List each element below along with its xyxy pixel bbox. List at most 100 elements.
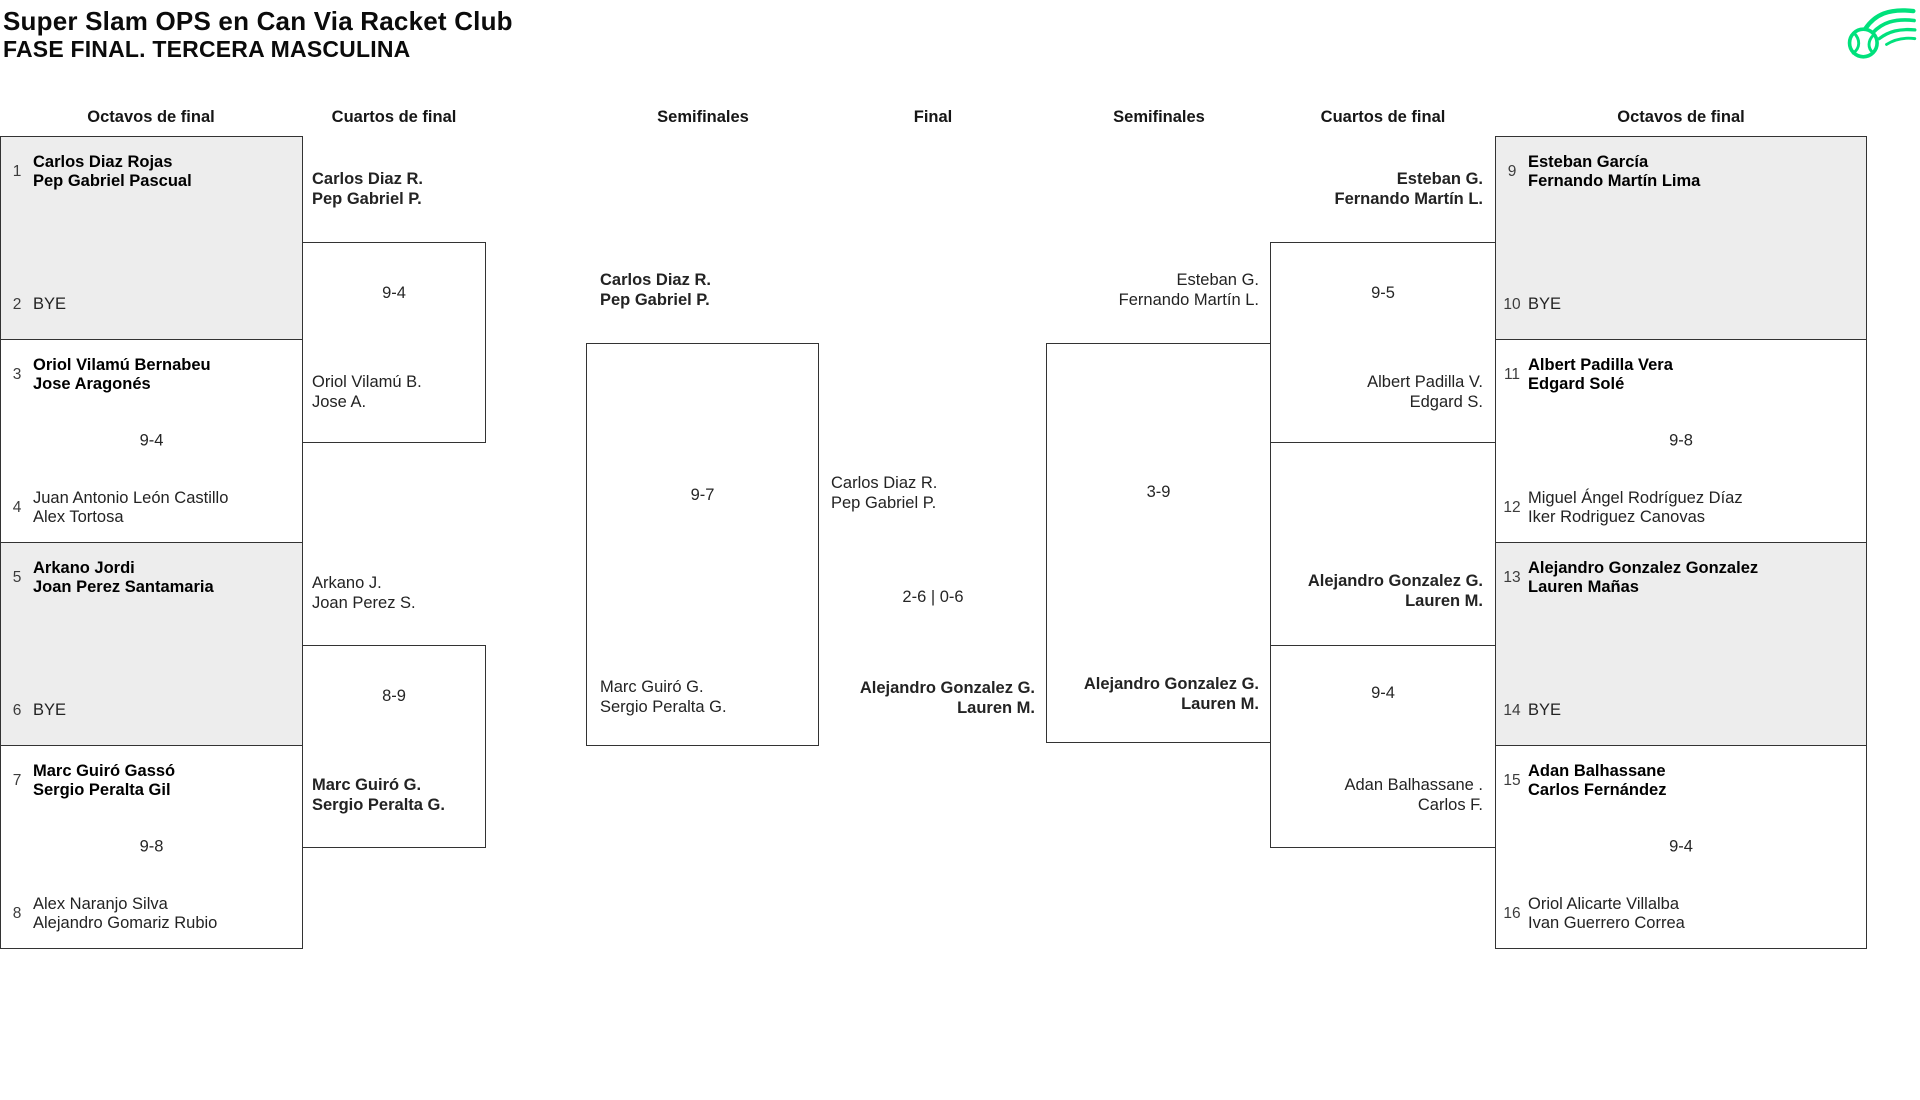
round-header-octavos-left: Octavos de final xyxy=(87,108,215,126)
team-entry: 14 BYE xyxy=(1496,691,1866,731)
team-player: Arkano Jordi xyxy=(33,558,135,577)
bye-label: BYE xyxy=(33,701,67,720)
sf-match-left: 9-7 xyxy=(586,343,819,746)
match-score: 9-4 xyxy=(1371,684,1395,702)
seed-number: 4 xyxy=(12,499,22,516)
seed-number: 7 xyxy=(12,772,22,789)
qf-right-top-team-b: Albert Padilla V.Edgard S. xyxy=(1367,373,1483,411)
team-player: Marc Guiró Gassó xyxy=(33,761,176,780)
match-score: 8-9 xyxy=(382,687,406,705)
sf-left-team-b: Marc Guiró G.Sergio Peralta G. xyxy=(600,678,727,716)
team-player: Iker Rodriguez Canovas xyxy=(1528,508,1706,526)
team-player: Miguel Ángel Rodríguez Díaz xyxy=(1528,488,1743,507)
qf-left-top-team-b: Oriol Vilamú B.Jose A. xyxy=(312,373,422,411)
seed-number: 1 xyxy=(12,163,22,180)
seed-number: 6 xyxy=(12,702,22,719)
seed-number: 3 xyxy=(12,366,22,383)
match-score: 3-9 xyxy=(1146,483,1171,501)
match-score: 9-8 xyxy=(139,837,164,856)
team-player: Alex Naranjo Silva xyxy=(33,894,168,913)
tennis-ball-logo xyxy=(1842,6,1918,64)
team-player: Alex Tortosa xyxy=(33,508,124,526)
seed-number: 2 xyxy=(12,296,22,313)
match-score: 9-8 xyxy=(1669,431,1693,450)
sf-right-team-b: Alejandro Gonzalez G.Lauren M. xyxy=(1083,675,1259,713)
sf-right-team-a: Esteban G.Fernando Martín L. xyxy=(1118,271,1259,309)
sf-left-team-a: Carlos Diaz R.Pep Gabriel P. xyxy=(600,271,711,309)
page-title: Super Slam OPS en Can Via Racket Club xyxy=(3,6,513,36)
round-header-cuartos-left: Cuartos de final xyxy=(331,108,457,126)
team-player: Ivan Guerrero Correa xyxy=(1528,914,1685,932)
seed-number: 14 xyxy=(1503,702,1521,719)
team-player: Jose Aragonés xyxy=(33,375,151,393)
seed-number: 16 xyxy=(1503,905,1521,922)
qf-left-bottom-team-b: Marc Guiró G.Sergio Peralta G. xyxy=(312,776,445,814)
team-player: Joan Perez Santamaria xyxy=(33,578,214,596)
bye-label: BYE xyxy=(33,295,67,314)
team-player: Pep Gabriel Pascual xyxy=(33,172,192,190)
seed-number: 13 xyxy=(1503,569,1521,586)
team-player: Alejandro Gomariz Rubio xyxy=(33,914,218,932)
seed-number: 9 xyxy=(1507,163,1517,180)
seed-number: 11 xyxy=(1503,366,1521,383)
seed-number: 12 xyxy=(1503,499,1521,516)
team-entry: 2 BYE xyxy=(1,285,302,325)
team-entry: 6 BYE xyxy=(1,691,302,731)
qf-right-bottom-team-a: Alejandro Gonzalez G.Lauren M. xyxy=(1307,572,1483,610)
page-subtitle: FASE FINAL. TERCERA MASCULINA xyxy=(3,36,411,62)
round-header-octavos-right: Octavos de final xyxy=(1617,108,1745,126)
qf-match-right-bottom: 9-4 xyxy=(1270,645,1496,848)
team-player: Albert Padilla Vera xyxy=(1528,355,1673,374)
final-team-a: Carlos Diaz R.Pep Gabriel P. xyxy=(831,474,938,512)
round-header-semis-right: Semifinales xyxy=(1113,108,1205,126)
match-score: 9-7 xyxy=(690,486,715,504)
team-player: Edgard Solé xyxy=(1528,375,1625,393)
round-header-final: Final xyxy=(913,108,953,126)
seed-number: 15 xyxy=(1503,772,1521,789)
team-player: Oriol Vilamú Bernabeu xyxy=(33,355,211,374)
match-score: 9-5 xyxy=(1371,284,1395,302)
team-player: Carlos Fernández xyxy=(1528,781,1667,799)
qf-match-left-bottom: 8-9 xyxy=(302,645,486,848)
qf-left-bottom-team-a: Arkano J.Joan Perez S. xyxy=(312,574,416,612)
qf-right-top-team-a: Esteban G.Fernando Martín L. xyxy=(1334,170,1484,208)
team-player: Carlos Diaz Rojas xyxy=(33,152,173,171)
final-score: 2-6 | 0-6 xyxy=(902,588,964,606)
qf-match-right-top: 9-5 xyxy=(1270,242,1496,443)
round-header-semis-left: Semifinales xyxy=(657,108,749,126)
match-score: 9-4 xyxy=(1669,837,1693,856)
team-player: Alejandro Gonzalez Gonzalez xyxy=(1528,558,1759,577)
seed-number: 10 xyxy=(1503,296,1521,313)
qf-match-left-top: 9-4 xyxy=(302,242,486,443)
match-score: 9-4 xyxy=(139,431,164,450)
team-player: Esteban García xyxy=(1528,152,1649,171)
seed-number: 5 xyxy=(12,569,22,586)
qf-left-top-team-a: Carlos Diaz R.Pep Gabriel P. xyxy=(312,170,423,208)
bye-label: BYE xyxy=(1528,295,1562,314)
seed-number: 8 xyxy=(12,905,22,922)
team-player: Lauren Mañas xyxy=(1528,578,1639,596)
team-player: Juan Antonio León Castillo xyxy=(33,488,229,507)
match-score: 9-4 xyxy=(382,284,406,302)
team-entry: 10 BYE xyxy=(1496,285,1866,325)
